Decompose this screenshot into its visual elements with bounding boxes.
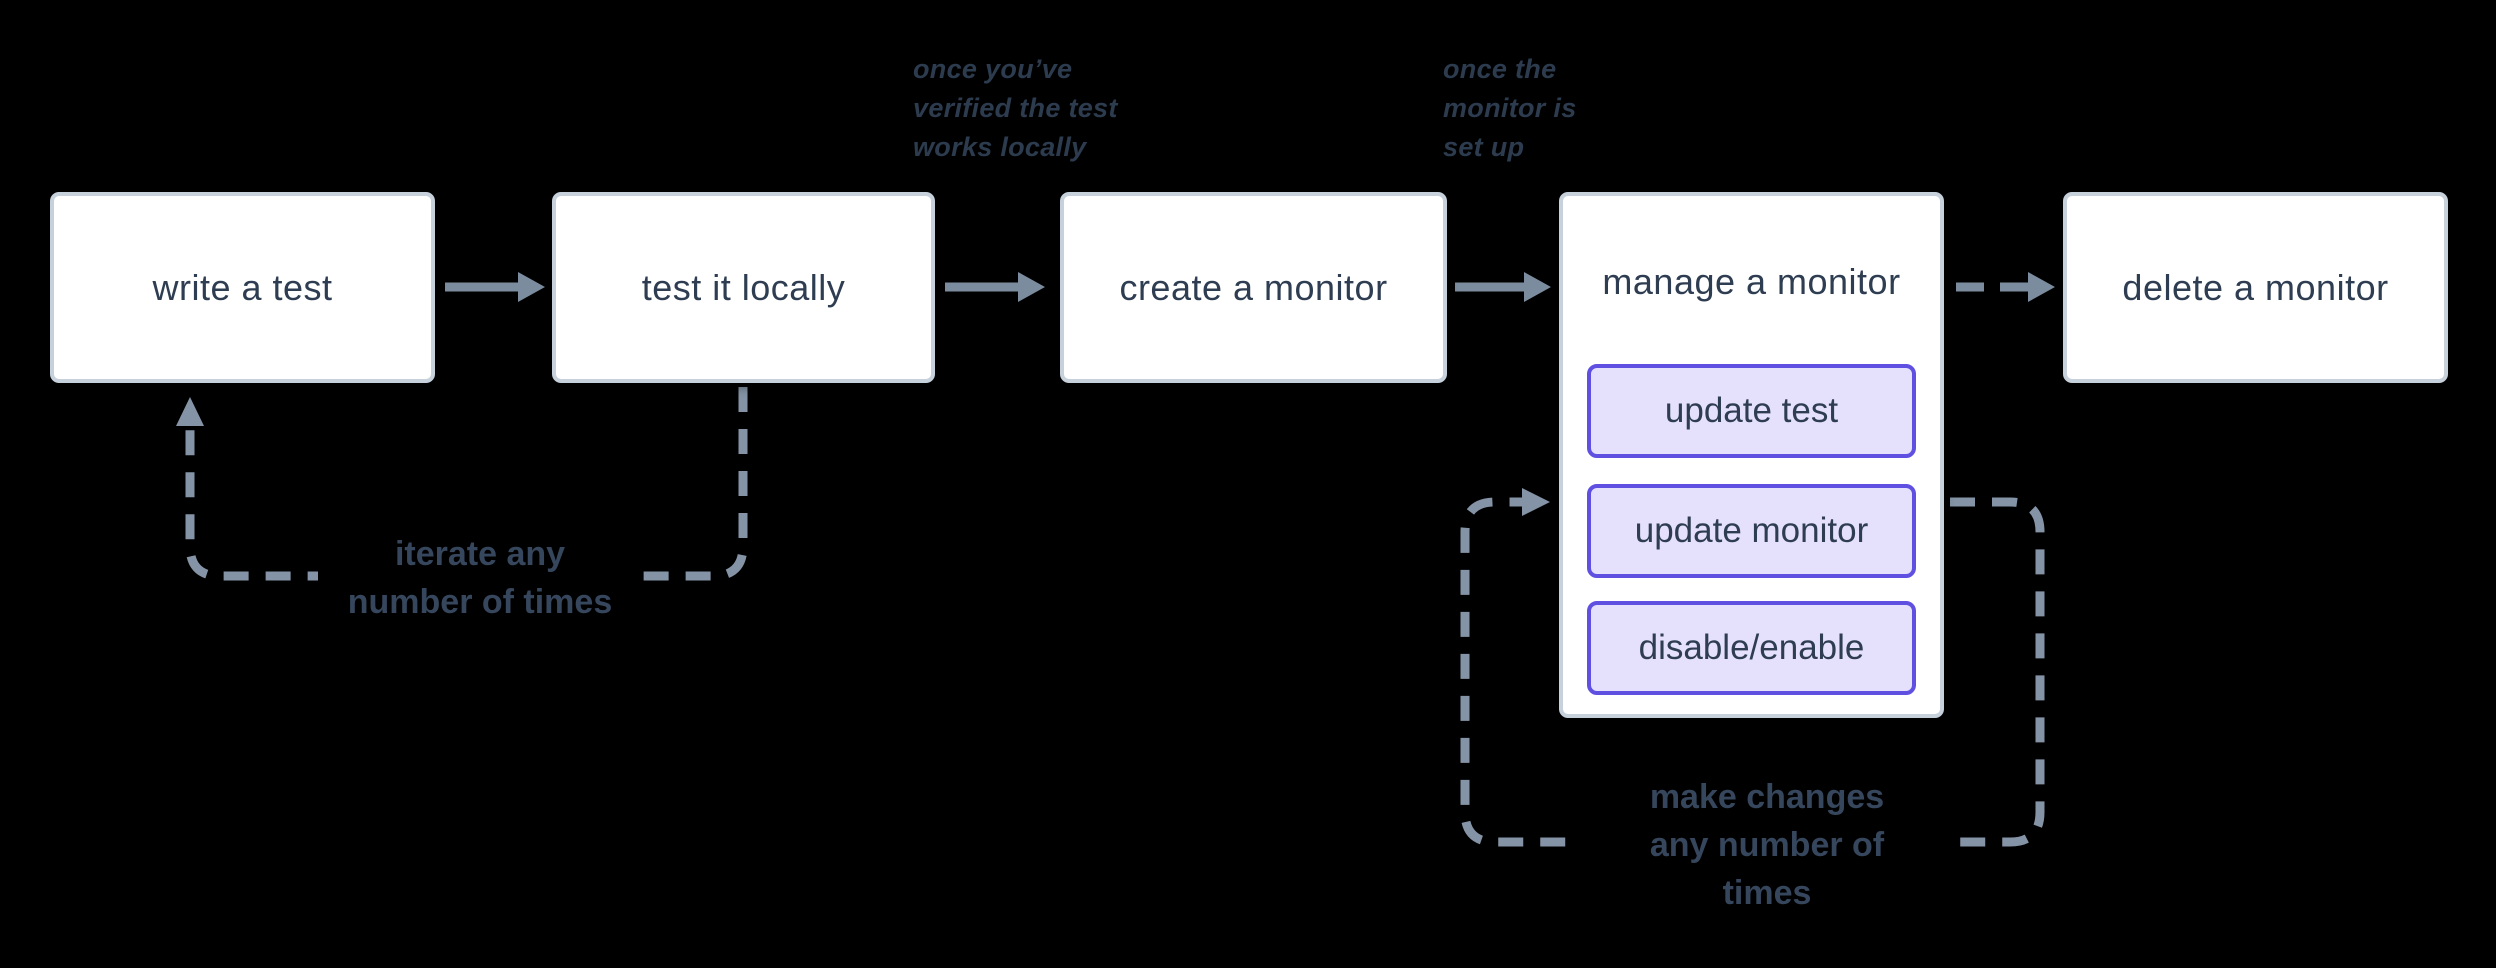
iterate-loop [176, 387, 748, 581]
annotation-once-verified: once you’ve verified the test works loca… [913, 50, 1118, 167]
node-label: test it locally [641, 266, 846, 308]
flow-node-create-a-monitor: create a monitor [1060, 192, 1447, 383]
action-label: update test [1664, 391, 1839, 430]
node-label: write a test [152, 266, 333, 308]
arrow-create-to-manage [1455, 272, 1551, 302]
make-changes-loop-arrowhead [1522, 488, 1550, 516]
annotation-line: verified the test [913, 93, 1118, 123]
flow-node-test-it-locally: test it locally [552, 192, 935, 383]
annotation-line: monitor is [1443, 93, 1577, 123]
annotation-line: works locally [913, 132, 1087, 162]
annotation-once-set-up: once the monitor is set up [1443, 50, 1577, 167]
annotation-line: once the [1443, 54, 1557, 84]
loop-caption-make-changes: make changes any number of times [1580, 773, 1954, 917]
caption-line: iterate any [394, 535, 566, 573]
arrow-test-to-create [945, 272, 1045, 302]
dashed-arrow-manage-to-delete [1956, 272, 2055, 302]
action-label: update monitor [1634, 511, 1869, 550]
flow-node-manage-a-monitor: manage a monitor update test update moni… [1559, 192, 1944, 718]
caption-line: number of times [347, 583, 613, 621]
iterate-loop-arrowhead [176, 397, 204, 426]
node-label: create a monitor [1119, 266, 1388, 308]
arrow-write-to-test [445, 272, 545, 302]
annotation-line: once you’ve [913, 54, 1073, 84]
flow-node-write-a-test: write a test [50, 192, 435, 383]
caption-line: times [1722, 874, 1812, 912]
node-label: manage a monitor [1602, 261, 1901, 302]
action-label: disable/enable [1638, 628, 1865, 667]
action-button-update-monitor: update monitor [1587, 484, 1916, 578]
flow-node-delete-a-monitor: delete a monitor [2063, 192, 2448, 383]
caption-line: make changes [1649, 778, 1885, 816]
iterate-loop-path [185, 387, 748, 581]
annotation-line: set up [1443, 132, 1525, 162]
node-label: delete a monitor [2122, 266, 2389, 308]
loop-caption-iterate: iterate any number of times [318, 530, 642, 626]
action-button-update-test: update test [1587, 364, 1916, 458]
caption-line: any number of [1649, 826, 1885, 864]
action-button-disable-enable: disable/enable [1587, 601, 1916, 695]
